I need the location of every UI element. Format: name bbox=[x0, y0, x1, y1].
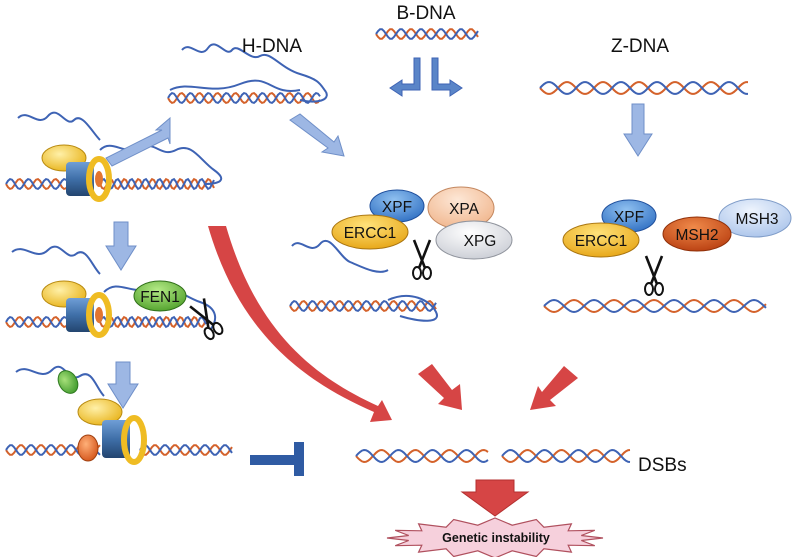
fen1-label: FEN1 bbox=[140, 289, 180, 306]
h-dna-triplex-center bbox=[291, 240, 438, 322]
scissors-icon-right bbox=[644, 255, 664, 296]
msh3-label: MSH3 bbox=[735, 211, 778, 228]
b-dna-label: B-DNA bbox=[396, 3, 455, 24]
scissors-icon-fen1 bbox=[189, 298, 224, 341]
red-arrow-right bbox=[530, 366, 578, 410]
red-arrow-center bbox=[418, 364, 462, 410]
dsbs-label: DSBs bbox=[638, 455, 687, 476]
arrow-hdna-to-center bbox=[289, 113, 345, 157]
protein-fen1: FEN1 bbox=[133, 280, 187, 312]
left-dna-1a bbox=[5, 177, 71, 191]
replication-complex-1 bbox=[41, 144, 112, 202]
ercc1-right-label: ERCC1 bbox=[575, 233, 628, 250]
arrow-left-down-2 bbox=[107, 361, 139, 409]
replication-complex-2 bbox=[41, 280, 112, 338]
protein-msh3: MSH3 bbox=[718, 198, 792, 238]
left-dna-2b bbox=[99, 315, 207, 329]
red-arrow-down bbox=[460, 479, 530, 517]
left-dna-1b bbox=[99, 177, 215, 191]
protein-xpg: XPG bbox=[435, 220, 513, 260]
xpf-right-label: XPF bbox=[614, 209, 644, 226]
arrow-zdna-down bbox=[623, 103, 653, 157]
protein-ercc1-right: ERCC1 bbox=[562, 222, 640, 258]
right-dna-helix bbox=[543, 298, 767, 314]
msh2-label: MSH2 bbox=[675, 227, 718, 244]
dsb-dna-left bbox=[355, 448, 489, 464]
left-dna-2a bbox=[5, 315, 71, 329]
inhibition-symbol bbox=[250, 442, 304, 476]
protein-ercc1-center: ERCC1 bbox=[331, 214, 409, 250]
replication-complex-3 bbox=[57, 370, 147, 465]
arrow-bdna-left bbox=[389, 57, 421, 97]
ercc1-center-label: ERCC1 bbox=[344, 225, 397, 242]
dsb-dna-right bbox=[501, 448, 631, 464]
arrow-left-down-1 bbox=[105, 221, 137, 271]
arrow-hdna-to-left bbox=[105, 116, 171, 167]
z-dna-label: Z-DNA bbox=[611, 36, 669, 57]
h-dna-helix bbox=[167, 91, 321, 105]
genetic-instability-burst: Genetic instability bbox=[386, 517, 604, 557]
h-dna-triplex-mid bbox=[11, 245, 217, 331]
left-dna-3b bbox=[139, 444, 233, 456]
red-arrows bbox=[208, 226, 578, 517]
block-arrows bbox=[105, 57, 653, 409]
arrow-bdna-right bbox=[431, 57, 463, 97]
scissors-icon-center bbox=[412, 239, 432, 280]
xpa-label: XPA bbox=[449, 201, 480, 218]
protein-msh2: MSH2 bbox=[662, 216, 732, 252]
b-dna-helix bbox=[375, 28, 479, 40]
center-dna-helix bbox=[289, 299, 437, 313]
z-dna-helix bbox=[539, 81, 748, 95]
h-dna-triplex-top bbox=[169, 43, 328, 103]
h-dna-label: H-DNA bbox=[242, 36, 302, 57]
xpf-center-label: XPF bbox=[382, 199, 412, 216]
xpg-label: XPG bbox=[464, 233, 497, 250]
genetic-instability-label: Genetic instability bbox=[442, 531, 550, 545]
red-arrow-long bbox=[208, 226, 392, 422]
